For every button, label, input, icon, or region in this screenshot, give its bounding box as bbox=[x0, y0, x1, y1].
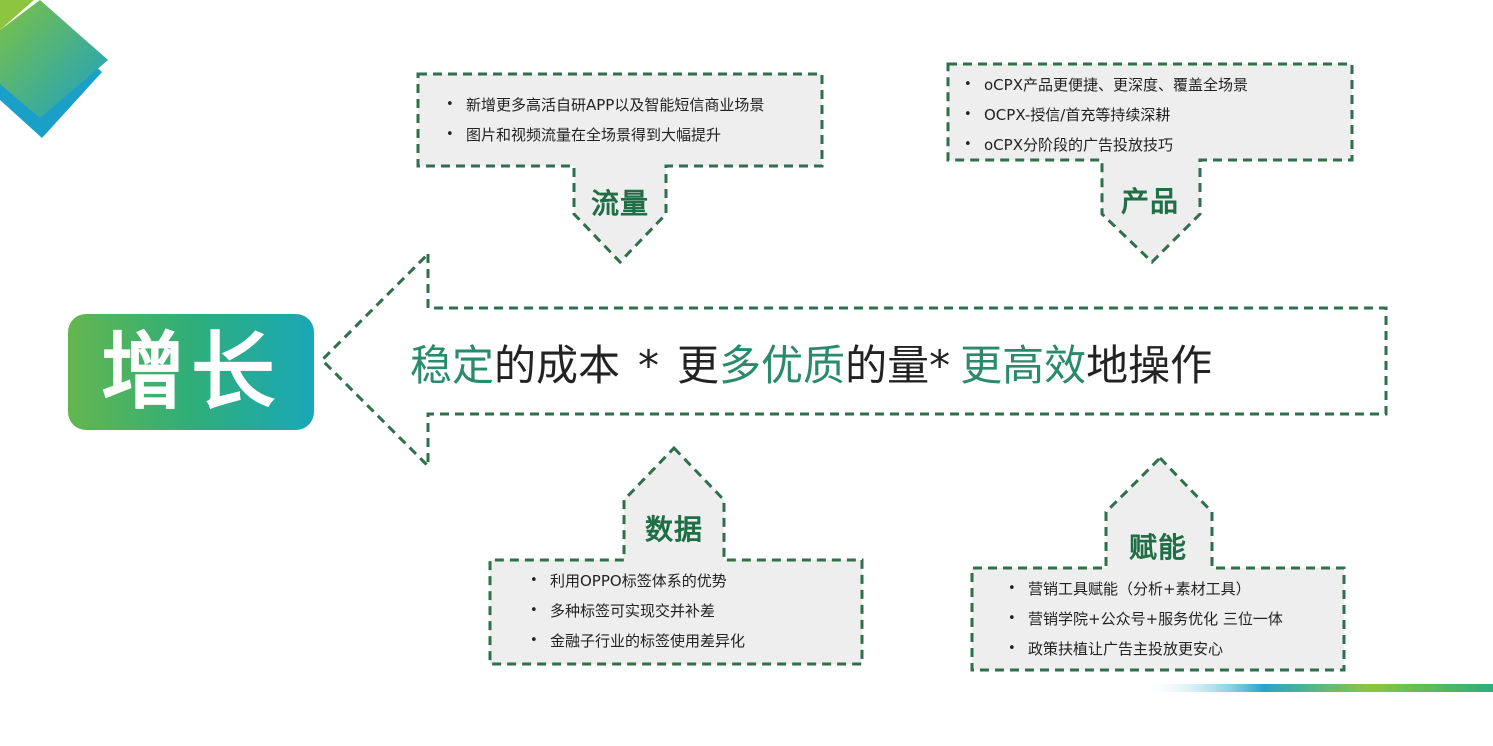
traffic-label: 流量 bbox=[590, 187, 649, 220]
headline-text-volume: 的量* bbox=[845, 341, 951, 390]
data-label: 数据 bbox=[644, 513, 703, 546]
headline-text-cost: 的成本 bbox=[494, 341, 621, 390]
headline: 稳定的成本 * 更多优质的量*更高效地操作 bbox=[410, 336, 1212, 396]
main-arrow-outline bbox=[319, 250, 1388, 470]
empower-item: 营销学院+公众号+服务优化 三位一体 bbox=[1006, 604, 1283, 634]
empower-label: 赋能 bbox=[1128, 531, 1187, 564]
product-item: oCPX产品更便捷、更深度、覆盖全场景 bbox=[962, 70, 1248, 100]
data-item: 利用OPPO标签体系的优势 bbox=[528, 566, 745, 596]
growth-badge-label: 增长 bbox=[100, 323, 281, 421]
data-item: 金融子行业的标签使用差异化 bbox=[528, 626, 745, 656]
empower-item: 政策扶植让广告主投放更安心 bbox=[1006, 634, 1283, 664]
data-item: 多种标签可实现交并补差 bbox=[528, 596, 745, 626]
product-item: oCPX分阶段的广告投放技巧 bbox=[962, 130, 1248, 160]
headline-accent-quality: 多优质 bbox=[719, 341, 846, 390]
headline-text-operate: 地操作 bbox=[1086, 341, 1213, 390]
empower-item: 营销工具赋能（分析+素材工具） bbox=[1006, 574, 1283, 604]
traffic-item: 新增更多高活自研APP以及智能短信商业场景 bbox=[444, 90, 764, 120]
decor-bar bbox=[1140, 684, 1493, 692]
product-items: oCPX产品更便捷、更深度、覆盖全场景 OCPX-授信/首充等持续深耕 oCPX… bbox=[962, 70, 1248, 160]
traffic-items: 新增更多高活自研APP以及智能短信商业场景 图片和视频流量在全场景得到大幅提升 bbox=[444, 90, 764, 150]
product-item: OCPX-授信/首充等持续深耕 bbox=[962, 100, 1248, 130]
growth-badge: 增长 bbox=[68, 314, 314, 430]
headline-accent-efficient: 更高效 bbox=[960, 341, 1087, 390]
data-items: 利用OPPO标签体系的优势 多种标签可实现交并补差 金融子行业的标签使用差异化 bbox=[528, 566, 745, 656]
headline-separator: * bbox=[638, 341, 660, 390]
corner-logo bbox=[0, 0, 108, 138]
empower-items: 营销工具赋能（分析+素材工具） 营销学院+公众号+服务优化 三位一体 政策扶植让… bbox=[1006, 574, 1283, 664]
headline-text-more: 更 bbox=[677, 341, 720, 390]
traffic-item: 图片和视频流量在全场景得到大幅提升 bbox=[444, 120, 764, 150]
product-label: 产品 bbox=[1120, 185, 1179, 218]
headline-accent-stable: 稳定 bbox=[410, 341, 495, 390]
